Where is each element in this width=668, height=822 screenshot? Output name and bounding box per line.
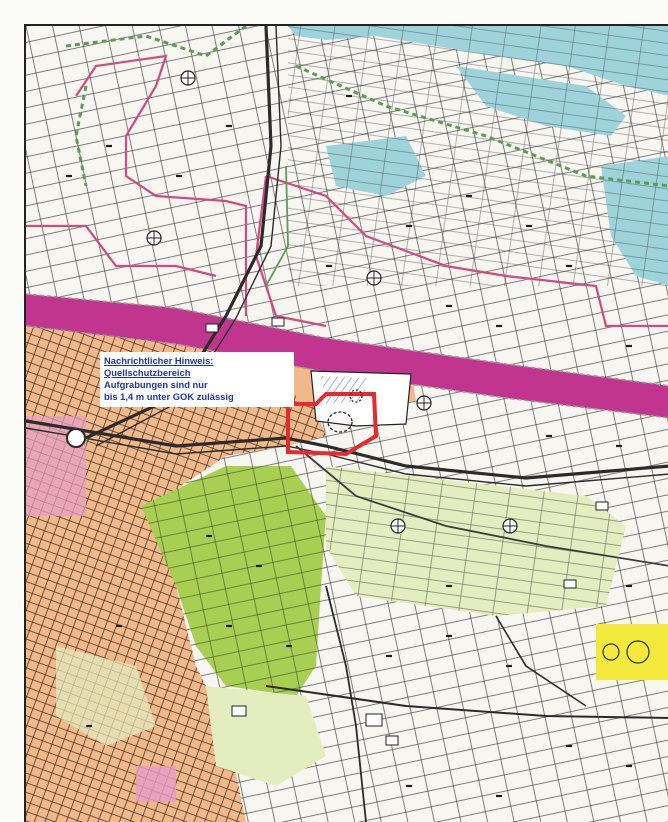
spring-symbol-5	[390, 518, 406, 534]
parcel-marks	[66, 94, 632, 798]
note-line-2: bis 1,4 m unter GOK zulässig	[104, 391, 234, 402]
red-site-boundary	[286, 392, 379, 457]
spring-symbol-6	[180, 70, 196, 86]
building-symbols	[205, 317, 609, 746]
note-heading: Quellschutzbereich	[104, 367, 191, 378]
yellow-area	[596, 624, 668, 680]
boundary-pink-north	[75, 54, 248, 316]
protection-line-north	[65, 26, 247, 58]
spring-symbol-4	[502, 518, 518, 534]
note-box: Nachrichtlicher Hinweis: Quellschutzbere…	[100, 352, 294, 407]
spring-symbol-2	[366, 270, 382, 286]
hatched-protection-zone	[321, 376, 366, 404]
magenta-band	[26, 294, 668, 418]
map-frame: Nachrichtlicher Hinweis: Quellschutzbere…	[24, 24, 668, 822]
roundabout	[66, 428, 86, 448]
spring-symbol-1	[416, 395, 432, 411]
note-title: Nachrichtlicher Hinweis:	[104, 355, 214, 366]
land-use-plan-map	[26, 26, 668, 822]
note-line-1: Aufgrabungen sind nur	[104, 379, 208, 390]
spring-symbol-3	[146, 230, 162, 246]
main-road-east-west	[26, 419, 668, 480]
